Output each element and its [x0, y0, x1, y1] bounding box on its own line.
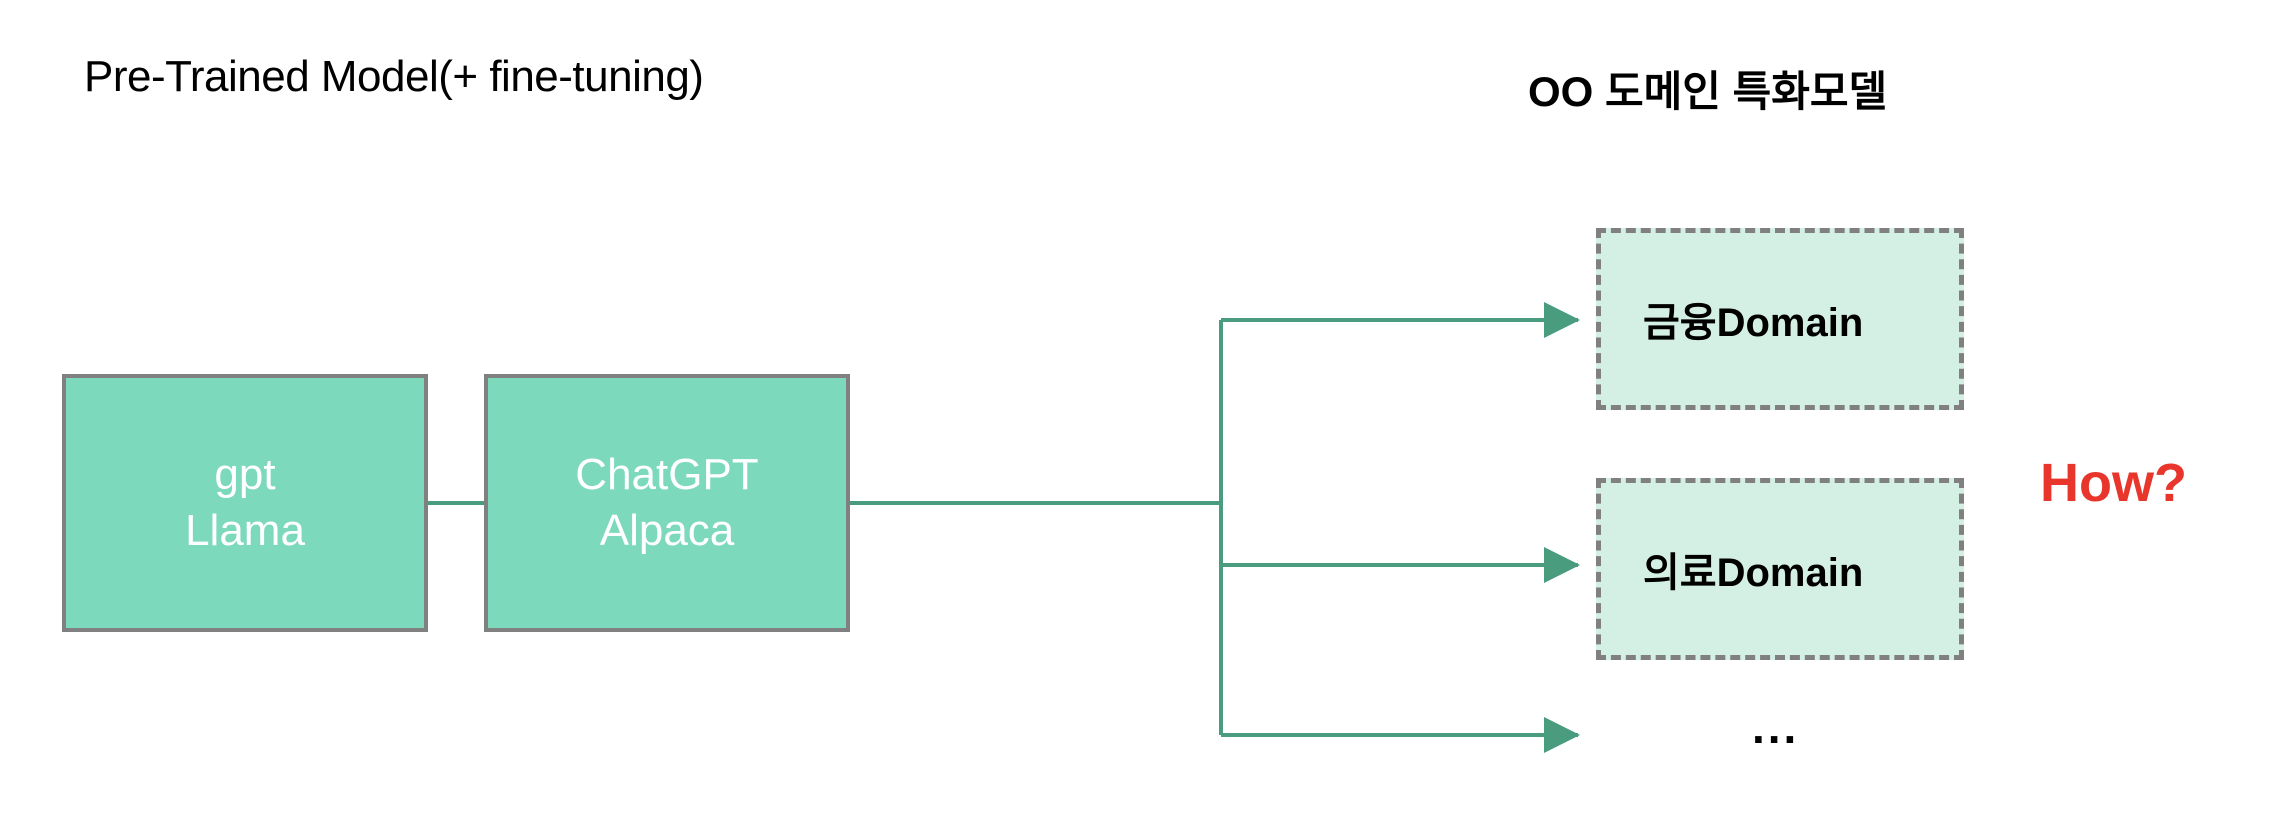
- domain-box-label: 의료Domain: [1643, 551, 1864, 595]
- domain-specialized-model-heading: OO 도메인 특화모델: [1528, 68, 1888, 115]
- pretrained-model-heading: Pre-Trained Model(+ fine-tuning): [84, 52, 704, 101]
- more-domains-ellipsis: ...: [1752, 701, 1800, 753]
- domain-box-medical[interactable]: 의료Domain: [1596, 478, 1964, 660]
- domain-box-finance[interactable]: 금융Domain: [1596, 228, 1964, 410]
- base-model-box-gpt-llama[interactable]: gpt Llama: [62, 374, 428, 632]
- base-model-line-2: Alpaca: [599, 506, 735, 555]
- domain-box-label: 금융Domain: [1643, 301, 1864, 345]
- base-model-line-1: gpt: [214, 449, 276, 499]
- base-model-line-2: Llama: [185, 506, 305, 555]
- base-model-line-1: ChatGPT: [575, 449, 759, 499]
- base-model-box-chatgpt-alpaca[interactable]: ChatGPT Alpaca: [484, 374, 850, 632]
- how-question-label: How?: [2040, 453, 2187, 513]
